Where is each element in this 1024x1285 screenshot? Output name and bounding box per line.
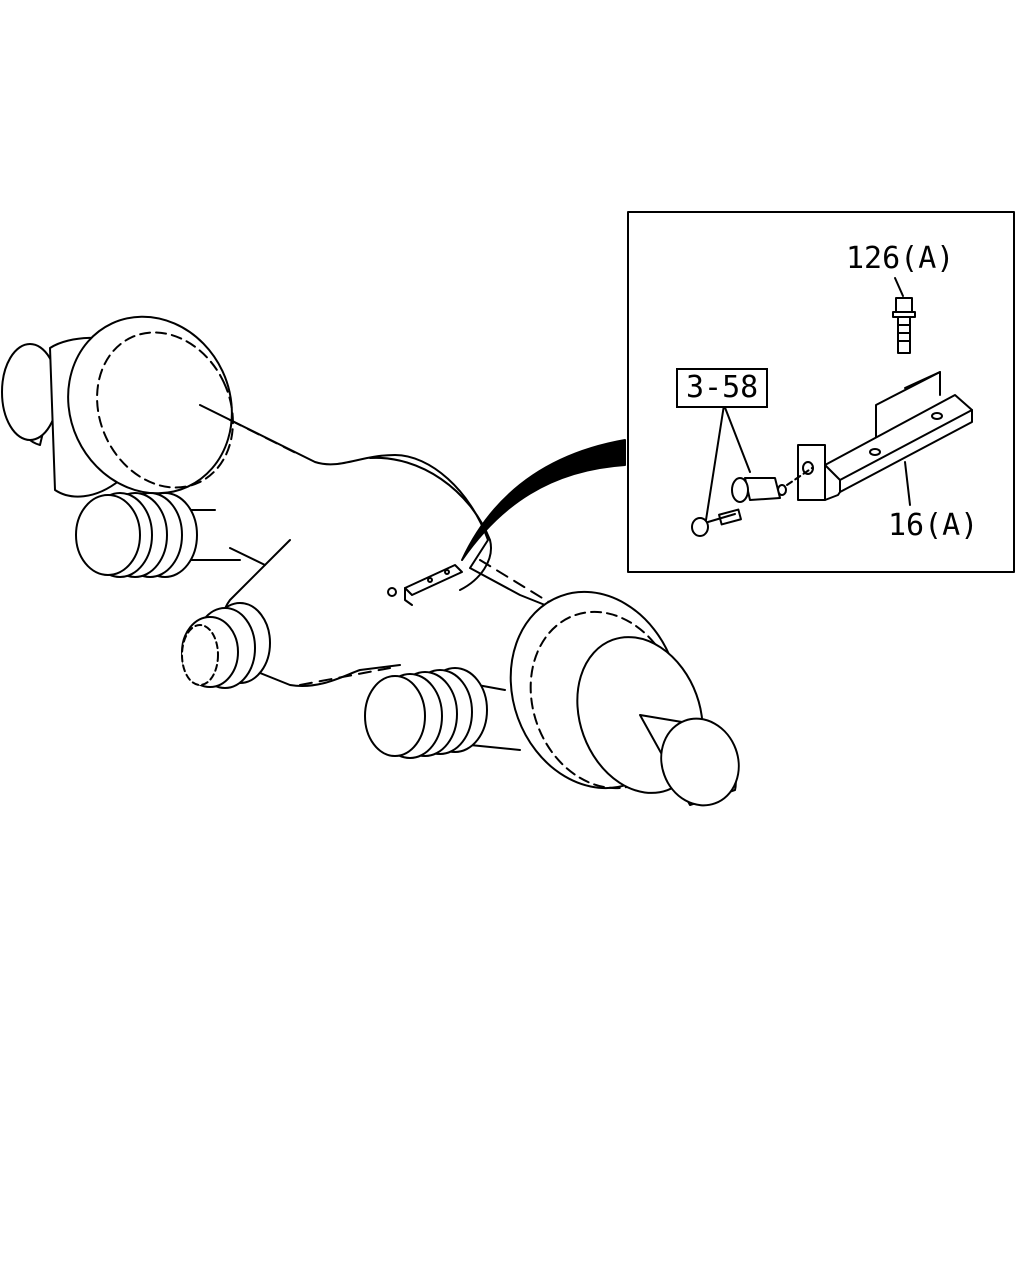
callout-16A: 16(A) xyxy=(888,508,979,543)
bracket-16-icon xyxy=(798,395,972,500)
detail-pointer xyxy=(462,440,625,560)
callout-3-58-reference[interactable]: 3-58 xyxy=(676,368,769,408)
centre-boot xyxy=(365,668,520,758)
leader-126b xyxy=(905,372,940,388)
clip-assembly-icon xyxy=(692,468,812,536)
lower-stub xyxy=(182,603,270,688)
left-boot xyxy=(76,493,197,577)
axle-housing xyxy=(2,290,570,686)
housing-bracket xyxy=(387,565,462,605)
leader-126 xyxy=(876,372,940,450)
bolt-126-icon xyxy=(893,278,915,353)
right-hub xyxy=(484,568,751,816)
callout-126A: 126(A) xyxy=(846,241,955,276)
leader-16 xyxy=(905,462,910,505)
